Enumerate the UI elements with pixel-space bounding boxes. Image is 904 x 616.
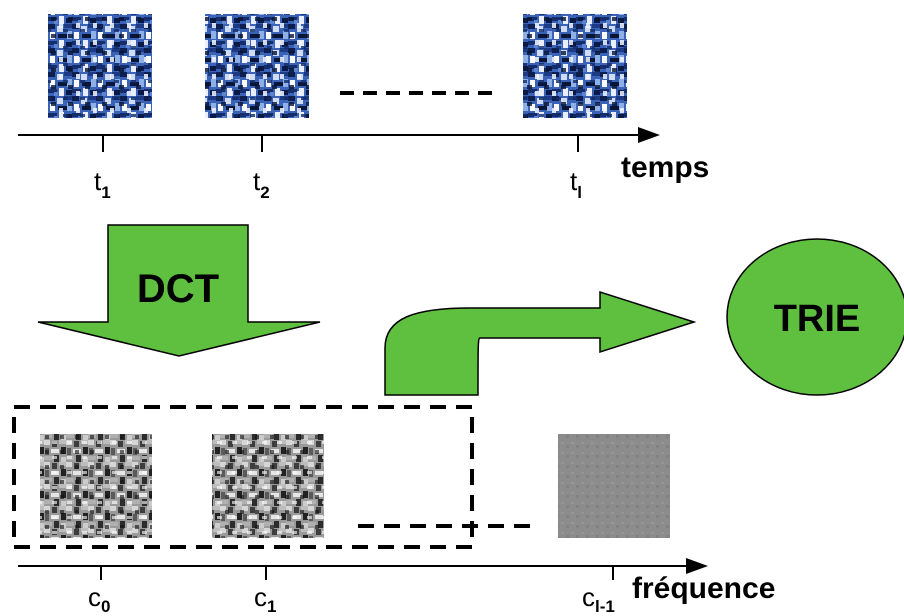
frequency-axis-label: fréquence: [632, 572, 775, 605]
dct-arrow: DCT: [37, 224, 321, 357]
tick-t2: t2: [253, 166, 270, 202]
dct-image-c1: [212, 434, 324, 538]
time-axis-label: temps: [621, 151, 709, 184]
trie-node: TRIE: [726, 238, 904, 396]
satellite-image-tl: [523, 14, 627, 118]
satellite-image-t1: [48, 14, 152, 118]
tick-cl-1: cl-1: [582, 582, 615, 616]
selection-dashed-box: [12, 405, 474, 549]
tick-t1: t1: [94, 166, 111, 202]
satellite-image-t2: [205, 14, 309, 118]
tick-c0: c0: [88, 582, 110, 616]
dct-image-c0: [40, 434, 152, 538]
time-axis-arrowhead-icon: [638, 127, 660, 143]
tick-c1: c1: [254, 582, 276, 616]
time-axis: [18, 127, 660, 152]
dct-label: DCT: [137, 267, 219, 311]
curved-arrow-to-trie: [384, 290, 697, 396]
trie-label: TRIE: [774, 298, 861, 340]
tick-tl: tl: [570, 166, 582, 202]
frequency-axis-arrowhead-icon: [686, 558, 708, 574]
frequency-axis: [18, 558, 708, 580]
dct-image-cl-1: [558, 434, 670, 538]
